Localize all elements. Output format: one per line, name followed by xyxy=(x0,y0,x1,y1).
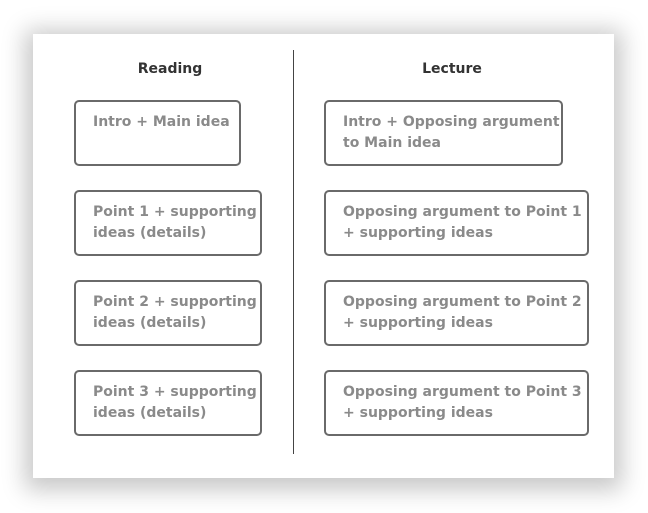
column-divider xyxy=(293,50,294,454)
reading-box-point-1: Point 1 + supporting ideas (details) xyxy=(74,190,262,256)
reading-heading: Reading xyxy=(137,61,203,77)
reading-box-intro: Intro + Main idea xyxy=(74,100,241,166)
lecture-box-point-1: Opposing argument to Point 1 + supportin… xyxy=(324,190,589,256)
diagram-card xyxy=(33,34,614,478)
lecture-heading: Lecture xyxy=(422,61,482,77)
lecture-box-intro: Intro + Opposing argument to Main idea xyxy=(324,100,563,166)
lecture-box-point-3: Opposing argument to Point 3 + supportin… xyxy=(324,370,589,436)
reading-box-point-3: Point 3 + supporting ideas (details) xyxy=(74,370,262,436)
lecture-box-point-2: Opposing argument to Point 2 + supportin… xyxy=(324,280,589,346)
reading-box-point-2: Point 2 + supporting ideas (details) xyxy=(74,280,262,346)
